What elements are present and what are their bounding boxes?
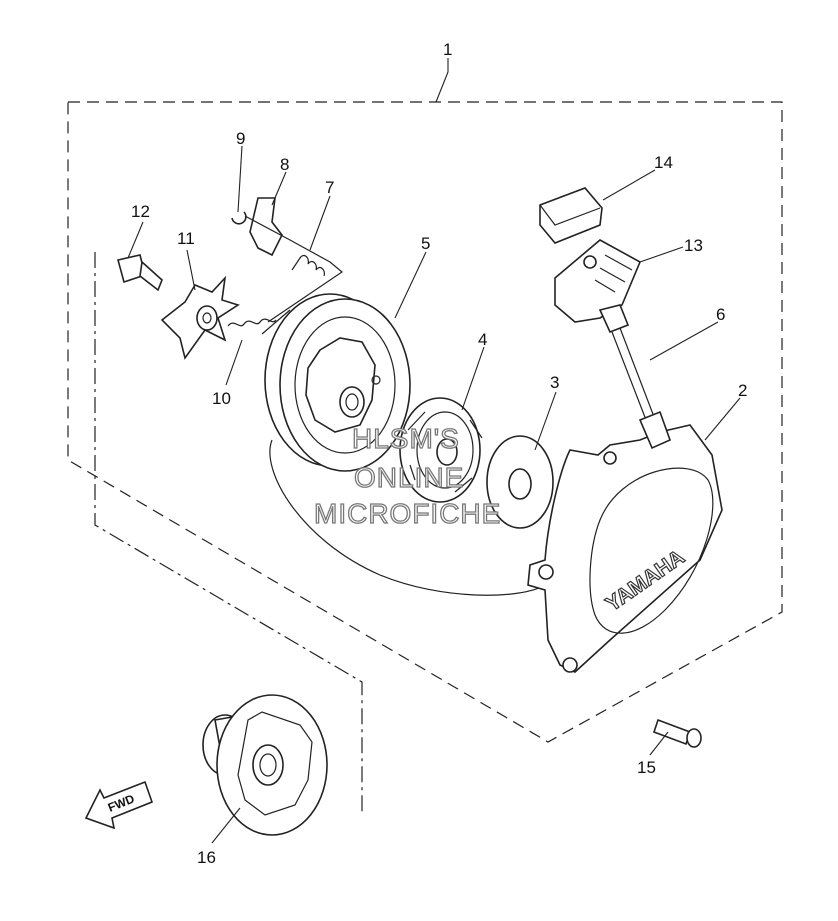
callout-10: 10	[212, 389, 231, 408]
callout-14: 14	[654, 153, 673, 172]
callout-4: 4	[478, 330, 487, 349]
callout-15: 15	[637, 758, 656, 777]
washer	[486, 435, 554, 529]
fwd-arrow-icon: FWD	[84, 780, 154, 830]
callout-7: 7	[325, 178, 334, 197]
callout-8: 8	[280, 155, 289, 174]
callout-9: 9	[236, 129, 245, 148]
callout-3: 3	[550, 373, 559, 392]
callout-12: 12	[131, 202, 150, 221]
callout-numbers: 1 2 3 4 5 6 7 8 9 10 11 12 13 14 15 16	[131, 40, 747, 867]
watermark: HLSM'S ONLINE MICROFICHE	[313, 422, 501, 529]
drive-plate	[399, 397, 483, 503]
pulley	[264, 293, 411, 472]
starter-pulley	[202, 694, 328, 836]
axis-lines	[244, 215, 343, 335]
reference-box-dashdot	[94, 252, 363, 815]
callout-6: 6	[716, 305, 725, 324]
spring-guide-plate	[160, 275, 240, 360]
starter-case: YAMAHA	[527, 424, 723, 673]
watermark-line-1: HLSM'S	[352, 423, 460, 454]
callout-16: 16	[197, 848, 216, 867]
handle-insert	[539, 187, 603, 244]
starter-handle	[554, 239, 642, 334]
callout-2: 2	[738, 381, 747, 400]
screw-15	[652, 718, 702, 748]
callout-1: 1	[443, 40, 452, 59]
pawl-spring	[291, 254, 325, 277]
assembly-boundary-dashed	[67, 101, 783, 743]
callout-5: 5	[421, 234, 430, 253]
bolt-12	[117, 254, 163, 292]
leader-lines	[127, 58, 741, 844]
callout-11: 11	[177, 229, 195, 248]
watermark-line-3: MICROFICHE	[314, 498, 501, 529]
watermark-line-2: ONLINE	[354, 462, 464, 493]
circlip	[231, 211, 247, 225]
pawl	[249, 197, 283, 257]
spring-10	[227, 318, 277, 327]
callout-13: 13	[684, 236, 703, 255]
starter-rope	[269, 439, 546, 596]
rope-guide	[611, 327, 672, 450]
